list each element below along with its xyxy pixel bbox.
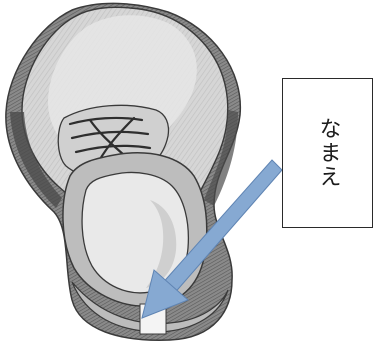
name-label-text: なまえ (317, 117, 339, 189)
name-label-box: なまえ (282, 78, 373, 228)
